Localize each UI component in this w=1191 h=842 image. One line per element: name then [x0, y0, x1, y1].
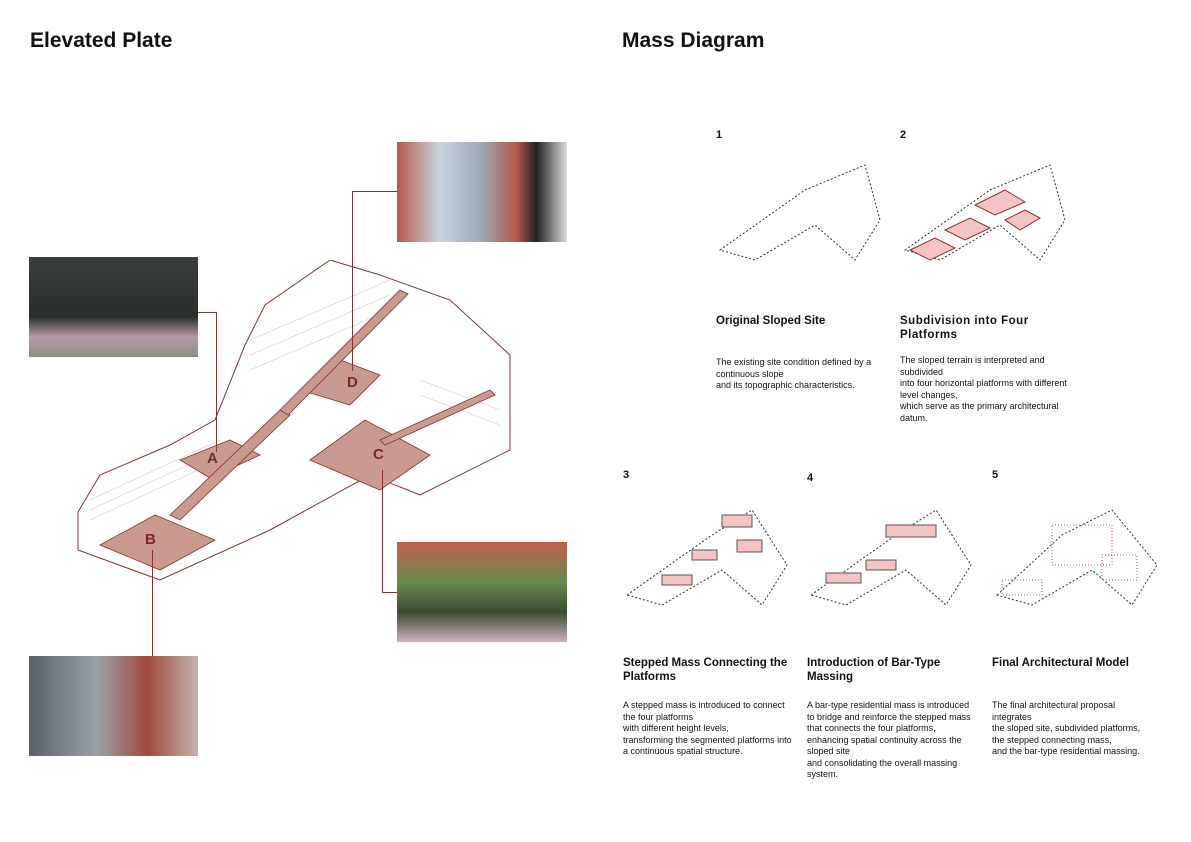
step-4-number: 4 [807, 472, 814, 484]
photo-platform-d [397, 142, 567, 242]
diagram-5-final-model [996, 509, 1158, 606]
elevated-plate-axonometric [77, 260, 511, 581]
photo-platform-b [29, 656, 198, 756]
step-1-desc: The existing site condition defined by a… [716, 357, 872, 390]
step-4-desc: A bar-type residential mass is introduce… [807, 700, 971, 779]
step-2-title: Subdivision into Four Platforms [900, 315, 1029, 341]
step-5-title: Final Architectural Model [992, 657, 1129, 669]
platform-label-a: A [207, 450, 218, 467]
step-1-title: Original Sloped Site [716, 315, 826, 327]
diagram-2-platforms [903, 164, 1066, 261]
step-5-number: 5 [992, 469, 999, 481]
diagram-1-sloped-site [718, 164, 881, 261]
step-2-desc: The sloped terrain is interpreted and su… [900, 355, 1067, 423]
platform-label-d: D [347, 374, 358, 391]
step-4-title: Introduction of Bar-Type Massing [807, 657, 941, 683]
step-2-number: 2 [900, 129, 907, 141]
platform-label-c: C [373, 446, 384, 463]
photo-platform-a [29, 257, 198, 357]
photo-platform-c [397, 542, 567, 642]
step-3-desc: A stepped mass is introduced to connect … [623, 700, 792, 756]
diagram-4-bar-massing [809, 509, 972, 606]
platform-label-b: B [145, 531, 156, 548]
step-3-title: Stepped Mass Connecting the Platforms [623, 657, 788, 683]
step-5-desc: The final architectural proposal integra… [992, 700, 1141, 756]
step-1-number: 1 [716, 129, 723, 141]
elevated-plate-title: Elevated Plate [30, 29, 173, 52]
step-3-number: 3 [623, 469, 630, 481]
mass-diagram-title: Mass Diagram [622, 29, 765, 52]
diagram-3-stepped-mass [625, 509, 788, 606]
